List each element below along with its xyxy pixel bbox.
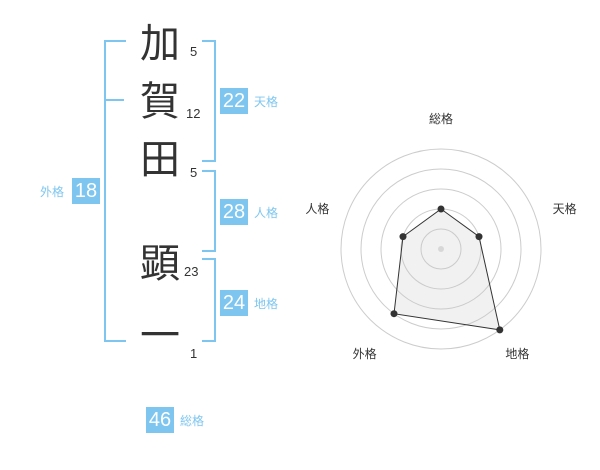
radar-axis-label: 地格 xyxy=(505,346,529,361)
name-char-5: 一 xyxy=(140,313,180,359)
radar-grid-ring xyxy=(380,188,502,310)
gaikaku-bracket xyxy=(104,40,126,342)
name-char-4: 顕 xyxy=(140,241,180,287)
radar-point xyxy=(496,326,504,334)
radar-grid-ring xyxy=(420,228,462,270)
name-char-3: 田 xyxy=(140,137,180,183)
radar-axis-label: 総格 xyxy=(429,111,453,126)
tenkaku-label: 天格 xyxy=(254,95,279,109)
radar-point xyxy=(475,233,483,241)
radar-center xyxy=(438,246,444,252)
soukaku-value: 46 xyxy=(146,407,174,433)
jinkaku-bracket xyxy=(202,170,216,252)
jinkaku-value: 28 xyxy=(220,199,248,225)
chikaku-value: 24 xyxy=(220,290,248,316)
gaikaku-bracket-mid xyxy=(106,99,124,101)
tenkaku-value: 22 xyxy=(220,88,248,114)
radar-axis-label: 外格 xyxy=(353,346,377,361)
radar-point xyxy=(399,233,407,241)
radar-axis-label: 天格 xyxy=(553,201,577,216)
name-char-2: 賀 xyxy=(140,79,180,125)
radar-grid-ring xyxy=(360,168,522,330)
radar-point xyxy=(437,205,445,213)
radar-series-shape xyxy=(393,208,501,331)
gaikaku-value: 18 xyxy=(72,178,100,204)
stroke-count-1: 5 xyxy=(190,44,198,59)
radar-axis-label: 人格 xyxy=(305,201,329,216)
tenkaku-bracket xyxy=(202,40,216,162)
stroke-count-2: 12 xyxy=(186,106,201,121)
soukaku-label: 総格 xyxy=(180,414,205,428)
name-char-1: 加 xyxy=(140,21,180,67)
radar-grid-ring xyxy=(340,148,542,350)
jinkaku-label: 人格 xyxy=(254,206,279,220)
radar-point xyxy=(390,310,398,318)
stroke-count-3: 5 xyxy=(190,165,198,180)
chikaku-bracket xyxy=(202,258,216,342)
gaikaku-label: 外格 xyxy=(40,185,65,199)
stroke-count-5: 1 xyxy=(190,346,198,361)
chikaku-label: 地格 xyxy=(254,297,279,311)
stroke-count-4: 23 xyxy=(184,264,199,279)
